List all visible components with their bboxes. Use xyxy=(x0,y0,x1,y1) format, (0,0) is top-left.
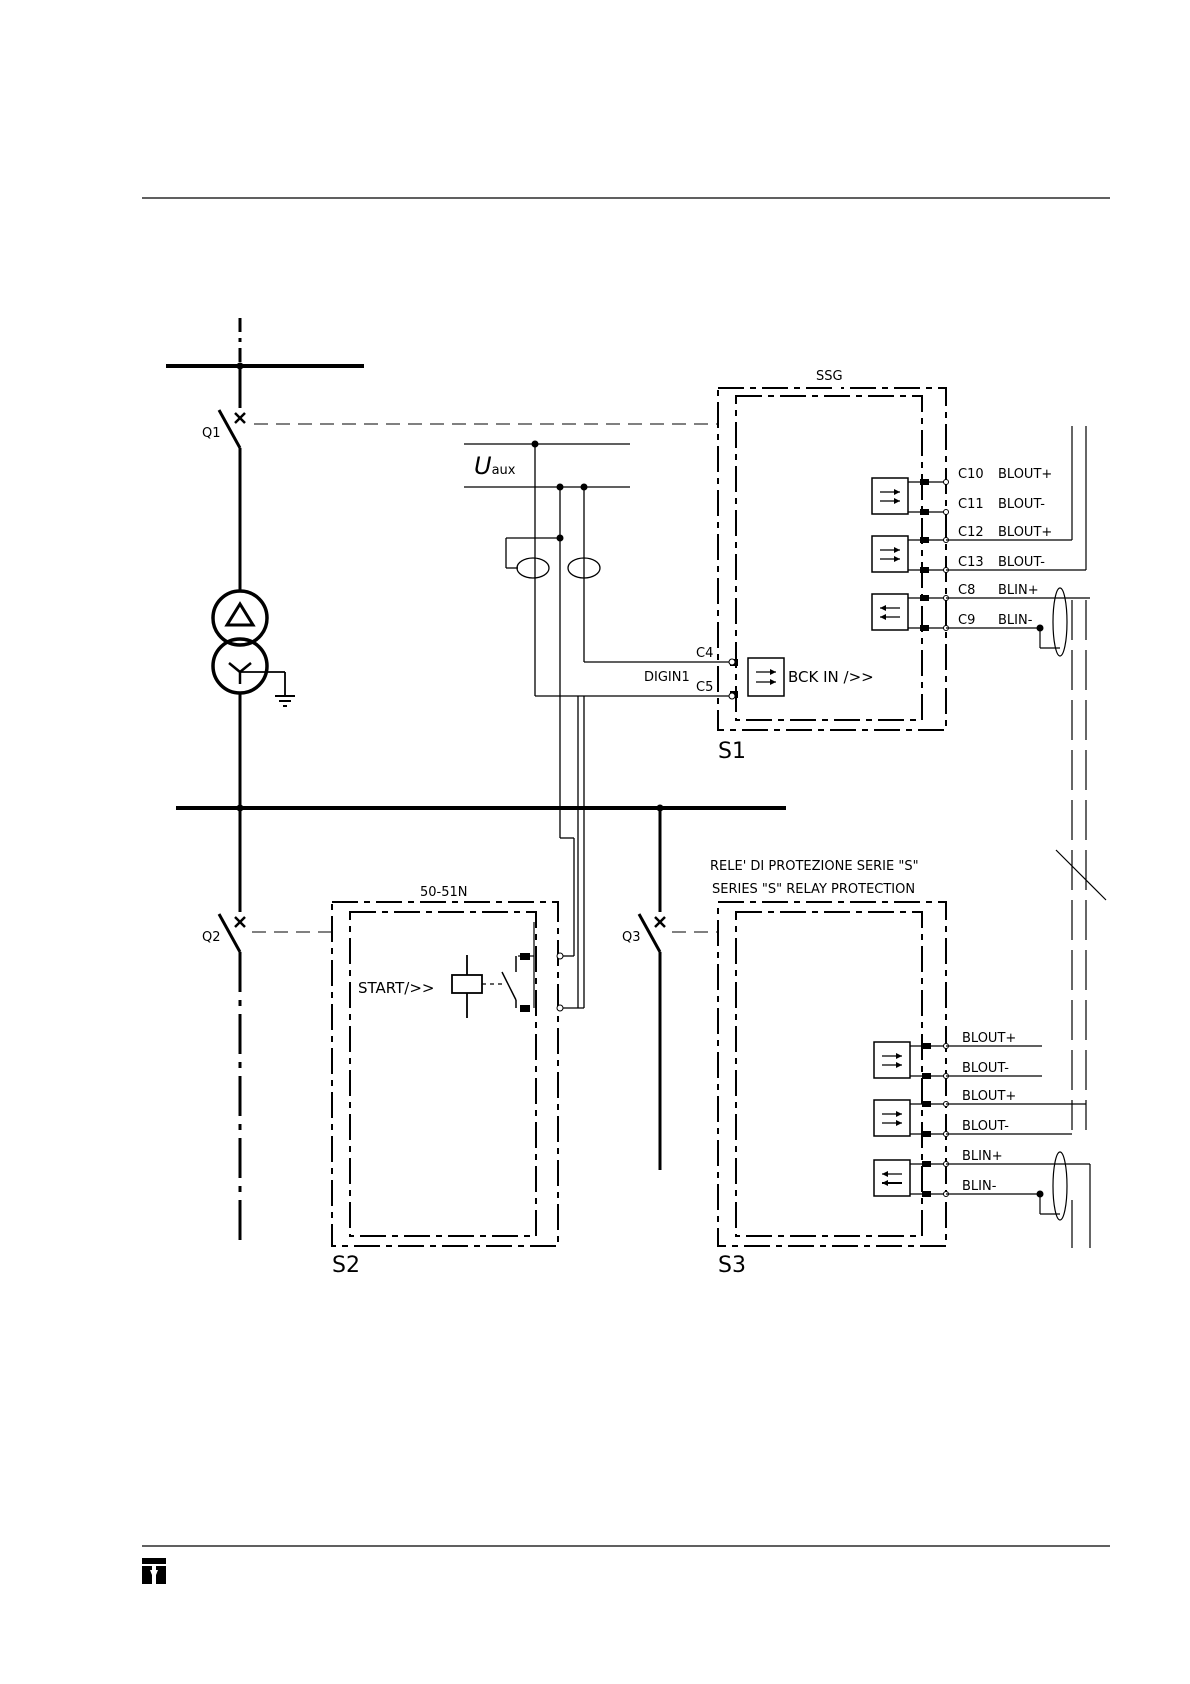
relay-s1-module-1 xyxy=(872,478,908,514)
digital-input-label: DIGIN1 xyxy=(644,670,690,685)
relay-s3-module-1 xyxy=(874,1042,910,1078)
relay-s3-name: S3 xyxy=(718,1253,746,1278)
relay-s2-name: S2 xyxy=(332,1253,360,1278)
terminal-signal: BLIN+ xyxy=(998,583,1039,598)
relay-s1-code: SSG xyxy=(816,369,843,384)
company-logo xyxy=(142,1558,166,1584)
breaker-q2-label: Q2 xyxy=(202,930,221,945)
breaker-q3-label: Q3 xyxy=(622,930,641,945)
terminal-label: C8 xyxy=(958,583,975,598)
terminal-c5-label: C5 xyxy=(696,680,713,695)
terminal-signal: BLOUT- xyxy=(998,497,1045,512)
relay-s3-external-wiring xyxy=(946,1046,1090,1248)
top-busbar xyxy=(166,318,364,370)
aux-supply-label: Uaux xyxy=(474,452,516,480)
breaker-q3 xyxy=(639,808,718,1170)
transformer-symbol xyxy=(213,591,295,706)
aux-supply-wiring xyxy=(464,441,732,1009)
terminal-signal: BLOUT+ xyxy=(962,1089,1016,1104)
terminal-signal: BLIN+ xyxy=(962,1149,1003,1164)
terminal-label: C13 xyxy=(958,555,984,570)
relay-s1-input-function: BCK IN />> xyxy=(788,668,874,686)
relay-s1-module-2 xyxy=(872,536,908,572)
terminal-signal: BLOUT+ xyxy=(998,525,1052,540)
terminal-signal: BLOUT+ xyxy=(998,467,1052,482)
terminal-signal: BLIN- xyxy=(998,613,1033,628)
relay-s1-module-3 xyxy=(872,594,908,630)
terminal-signal: BLOUT- xyxy=(962,1119,1009,1134)
terminal-label: C11 xyxy=(958,497,984,512)
terminal-c4-label: C4 xyxy=(696,646,713,661)
relay-s3-module-2 xyxy=(874,1100,910,1136)
breaker-q1-label: Q1 xyxy=(202,426,221,441)
relay-s3-module-3 xyxy=(874,1160,910,1196)
terminal-label: C12 xyxy=(958,525,984,540)
terminal-signal: BLOUT- xyxy=(962,1061,1009,1076)
breaker-q1 xyxy=(219,366,718,592)
relay-s3-terminal-labels: BLOUT+ BLOUT- BLOUT+ BLOUT- BLIN+ BLIN- xyxy=(962,1031,1016,1194)
relay-s2-coil-contact xyxy=(452,922,563,1018)
terminal-signal: BLOUT- xyxy=(998,555,1045,570)
terminal-label: C10 xyxy=(958,467,984,482)
relay-s1-input-block xyxy=(729,658,784,699)
relay-s3-title-en: SERIES "S" RELAY PROTECTION xyxy=(712,882,915,897)
terminal-signal: BLIN- xyxy=(962,1179,997,1194)
relay-s2-function: START/>> xyxy=(358,979,434,997)
relay-s2-code: 50-51N xyxy=(420,885,468,900)
main-busbar xyxy=(176,805,786,812)
relay-s1-name: S1 xyxy=(718,739,746,764)
relay-s3-terminal-stubs xyxy=(910,1043,949,1197)
relay-s1-terminal-labels: C10 BLOUT+ C11 BLOUT- C12 BLOUT+ C13 BLO… xyxy=(958,467,1052,628)
breaker-q2 xyxy=(219,808,332,1245)
terminal-signal: BLOUT+ xyxy=(962,1031,1016,1046)
relay-s3-title-it: RELE' DI PROTEZIONE SERIE "S" xyxy=(710,859,919,874)
terminal-label: C9 xyxy=(958,613,975,628)
relay-s1-terminal-stubs xyxy=(908,479,949,631)
